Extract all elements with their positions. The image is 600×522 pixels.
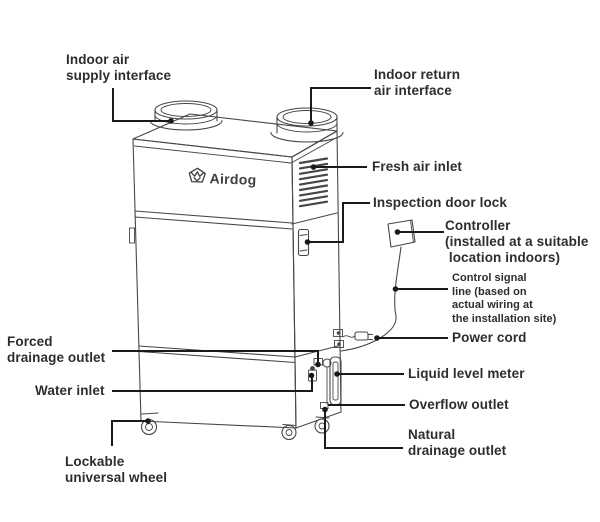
leader-indoor-return	[310, 87, 371, 121]
liquid-level-meter-graphic	[329, 356, 342, 406]
label-water-inlet: Water inlet	[35, 383, 105, 398]
label-forced-drainage-outlet: Forced drainage outlet	[7, 334, 106, 365]
label-liquid-level-meter: Liquid level meter	[408, 366, 525, 381]
label-controller: Controller (installed at a suitable loca…	[445, 218, 589, 265]
leader-water-inlet	[112, 378, 313, 392]
label-control-signal-line: Control signal line (based on actual wir…	[452, 272, 557, 325]
power-cord-plug	[342, 331, 373, 341]
airdog-logo: Airdog	[188, 167, 257, 188]
caster-front-left	[140, 412, 159, 436]
leader-lines	[111, 87, 448, 449]
caster-front-right	[281, 423, 297, 441]
unit-body	[129, 113, 342, 429]
leader-indoor-supply	[112, 88, 169, 122]
label-lockable-universal-wheel: Lockable universal wheel	[65, 454, 168, 485]
label-indoor-return-air-interface: Indoor return air interface	[374, 67, 461, 98]
label-overflow-outlet: Overflow outlet	[409, 397, 509, 412]
supply-duct-collar	[149, 100, 223, 131]
return-duct-collar	[270, 107, 344, 143]
label-inspection-door-lock: Inspection door lock	[373, 195, 508, 210]
controller-box	[387, 219, 416, 248]
leader-wheel	[111, 420, 146, 446]
label-indoor-air-supply-interface: Indoor air supply interface	[66, 52, 172, 83]
airdog-logo-text: Airdog	[209, 170, 256, 188]
label-natural-drainage-outlet: Natural drainage outlet	[408, 427, 507, 458]
side-connectors	[333, 329, 344, 348]
label-power-cord: Power cord	[452, 330, 527, 345]
leader-forced-drainage	[112, 350, 319, 362]
overflow-outlet-graphic	[322, 358, 332, 405]
caster-rear-right	[314, 416, 330, 434]
leader-dots	[145, 118, 401, 424]
label-fresh-air-inlet: Fresh air inlet	[372, 159, 463, 174]
leader-inspection-lock	[310, 202, 370, 243]
control-signal-cable	[340, 246, 402, 352]
leader-natural-drainage	[324, 412, 403, 449]
casters	[140, 412, 330, 441]
airdog-logo-icon	[188, 167, 206, 183]
